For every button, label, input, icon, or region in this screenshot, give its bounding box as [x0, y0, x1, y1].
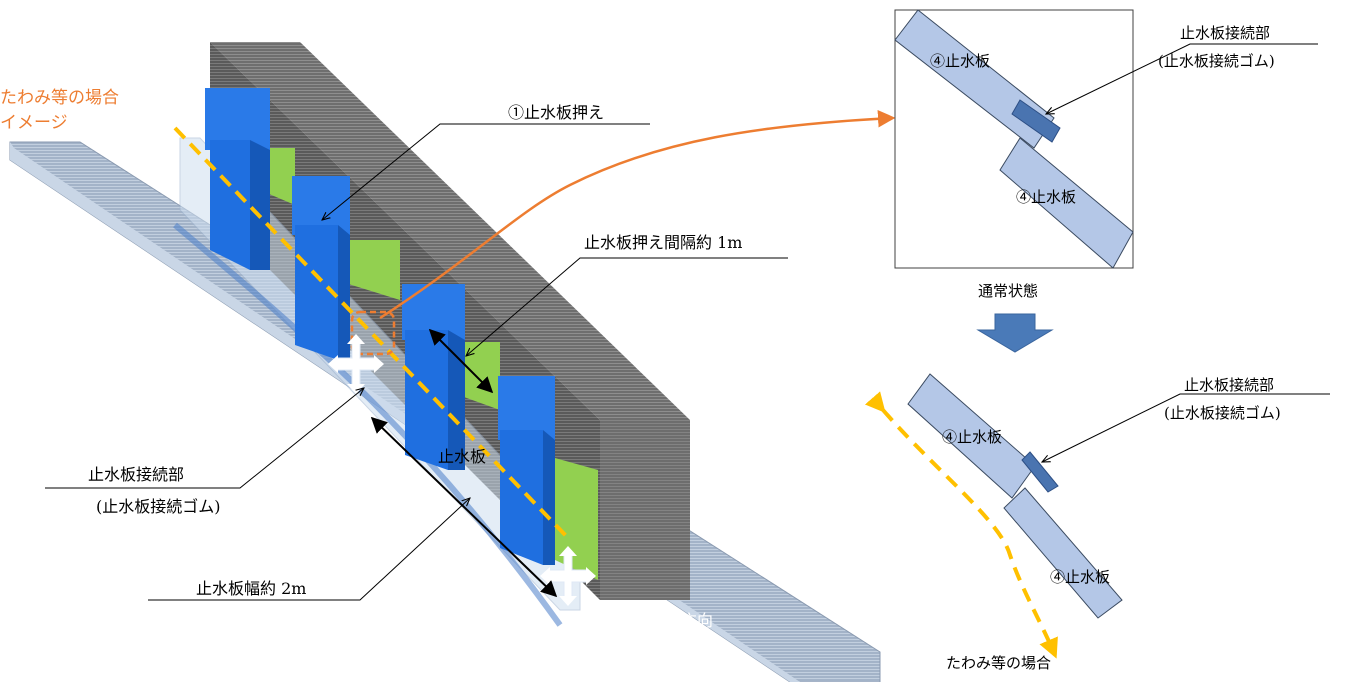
callout-deflection-line1: たわみ等の場合 [0, 88, 119, 108]
leader-joint [45, 388, 364, 489]
label-width: 止水板幅約 2m [196, 579, 306, 598]
highlight-joint-box [350, 310, 396, 356]
label-follow-direction: 止水板の追従方向 [585, 611, 713, 630]
orange-link-arrow [379, 110, 896, 320]
plate-width-dimension [370, 416, 558, 598]
detail-deflection-plate-label-b: ④止水板 [1050, 568, 1110, 586]
label-plate: 止水板 [438, 447, 486, 466]
follow-arrow-upper [328, 334, 384, 394]
detail-deflection-joint-label: 止水板接続部 [1184, 376, 1274, 394]
detail-deflection-plate-label-a: ④止水板 [942, 428, 1002, 446]
label-joint-rubber: (止水板接続ゴム) [96, 497, 221, 516]
detail-deflection-joint-rubber-label: (止水板接続ゴム) [1164, 404, 1281, 422]
leader-width [148, 498, 470, 601]
detail-normal-joint-rubber-label: (止水板接続ゴム) [1158, 52, 1275, 70]
press-spacing-dimension [428, 328, 494, 394]
main-diagram: たわみ等の場合 イメージ ①止水板押え 止水板押え間隔約 1m 止水板接続部 (… [0, 42, 896, 683]
label-plate-press: ①止水板押え [508, 103, 604, 122]
label-joint: 止水板接続部 [88, 465, 184, 484]
detail-normal-plate-label-a: ④止水板 [930, 52, 990, 70]
detail-normal-joint-rubber [1012, 100, 1060, 142]
state-transition-arrow [976, 313, 1054, 353]
wall-end-stripes [600, 420, 690, 600]
detail-normal-joint-label: 止水板接続部 [1180, 24, 1270, 42]
detail-normal-leader [1046, 43, 1318, 114]
label-press-spacing: 止水板押え間隔約 1m [584, 233, 742, 252]
detail-normal: ④止水板 ④止水板 止水板接続部 (止水板接続ゴム) 通常状態 [895, 10, 1318, 300]
leader-plate-press [322, 123, 650, 220]
detail-deflection-leader [1042, 393, 1330, 462]
detail-deflection-curve [864, 391, 1058, 659]
detail-normal-caption: 通常状態 [978, 282, 1038, 300]
detail-deflection: ④止水板 ④止水板 止水板接続部 (止水板接続ゴム) たわみ等の場合 [864, 373, 1330, 672]
wall-top [210, 42, 690, 420]
detail-normal-plate-b [1000, 138, 1133, 268]
leader-press-spacing [466, 257, 788, 356]
callout-deflection-line2: イメージ [0, 113, 68, 133]
detail-deflection-plate-b [1003, 487, 1123, 619]
detail-deflection-caption: たわみ等の場合 [946, 654, 1051, 672]
detail-normal-plate-label-b: ④止水板 [1016, 188, 1076, 206]
